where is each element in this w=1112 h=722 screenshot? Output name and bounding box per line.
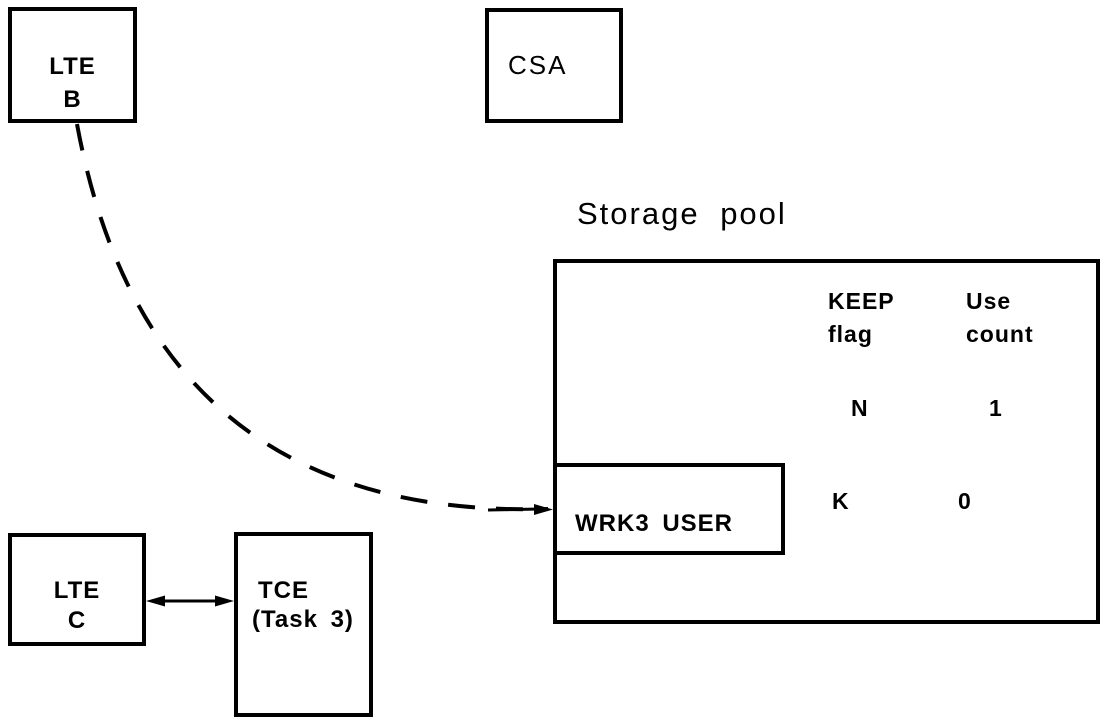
lte-c-label-line1: LTE bbox=[53, 577, 101, 604]
csa-box bbox=[485, 8, 623, 123]
tce-label-line2: (Task 3) bbox=[252, 606, 354, 633]
dashed-curve-arrow-shaft bbox=[487, 507, 541, 512]
wrk3-user-box bbox=[553, 463, 785, 555]
csa-label: CSA bbox=[508, 50, 568, 80]
row1-keep-flag-value: N bbox=[851, 395, 869, 421]
lte-b-box bbox=[8, 7, 137, 123]
lte-c-label-line2: C bbox=[67, 607, 87, 634]
keep-flag-header-line2: flag bbox=[828, 321, 873, 347]
dashed-curve-arrowhead bbox=[534, 504, 553, 515]
lte-c-box bbox=[8, 533, 146, 646]
double-arrow-right-head bbox=[215, 595, 234, 607]
row1-use-count-value: 1 bbox=[989, 395, 1003, 421]
dashed-curve-connector bbox=[75, 123, 549, 512]
use-count-header-line2: count bbox=[966, 321, 1034, 347]
storage-pool-title: Storage pool bbox=[577, 196, 787, 231]
row2-use-count-value: 0 bbox=[958, 488, 972, 514]
lte-b-label-line1: LTE bbox=[49, 53, 96, 80]
wrk3-user-label: WRK3 USER bbox=[575, 510, 734, 537]
keep-flag-header-line1: KEEP bbox=[828, 288, 895, 314]
row2-keep-flag-value: K bbox=[832, 488, 850, 514]
use-count-header-line1: Use bbox=[966, 288, 1012, 314]
tce-label-line1: TCE bbox=[258, 577, 309, 604]
double-arrow-left-head bbox=[146, 595, 165, 607]
lte-b-label-line2: B bbox=[63, 86, 82, 113]
tce-box bbox=[234, 532, 373, 717]
storage-pool-box bbox=[553, 259, 1100, 624]
